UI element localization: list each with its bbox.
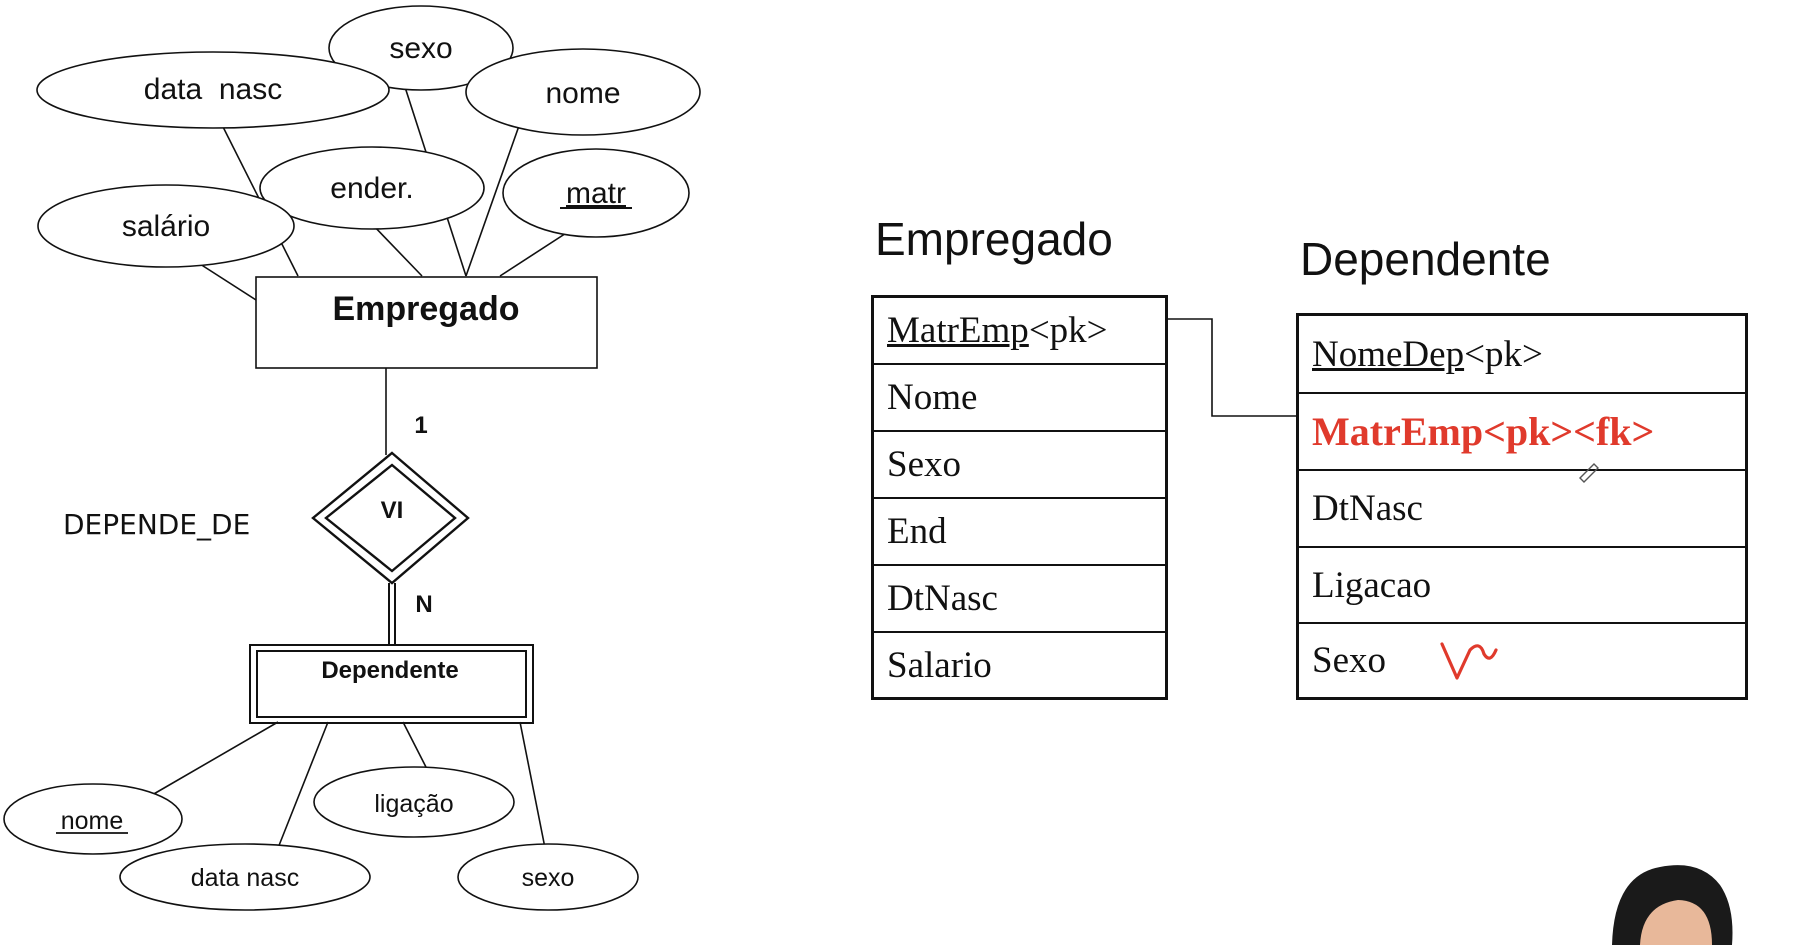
entity-empregado-box [255,276,598,369]
weak-attr-sexo-ellipse [457,843,639,911]
attr-ender-label: ender. [330,172,413,205]
table-row: Nome [874,365,1165,432]
column-name: Ligacao [1312,564,1432,606]
cardinality-one: 1 [414,412,427,439]
table-row: MatrEmp<pk> [874,298,1165,365]
column-name: End [887,511,947,552]
weak-attr-data-nasc-label: data nasc [191,864,299,892]
pk-suffix: <pk> [1028,310,1108,351]
weak-attr-nome-ellipse [3,783,183,855]
column-name: Salario [887,644,992,686]
table-dependente: NomeDep<pk> MatrEmp<pk><fk> DtNasc Ligac… [1296,313,1748,700]
avatar [1612,865,1733,945]
table-row: Sexo [874,432,1165,499]
column-name: Sexo [1312,640,1386,681]
relationship-name: DEPENDE_DE [63,508,250,541]
attr-ender-ellipse [259,146,485,230]
table-row: Salario [874,633,1165,697]
attr-data-nasc-ellipse [36,51,390,129]
attr-salario-ellipse [37,184,295,268]
column-name: Sexo [887,444,961,485]
column-name: Nome [887,377,978,418]
entity-empregado-label: Empregado [332,290,519,328]
attr-nome-label: nome [545,77,620,110]
attr-salario-label: salário [122,210,210,243]
relationship-diamond-inner [324,463,457,573]
pk-column-name: NomeDep [1312,333,1465,375]
attr-sexo-label: sexo [389,32,452,65]
column-name: DtNasc [887,578,998,619]
attr-sexo-ellipse [328,5,514,91]
pk-suffix: <pk> [1464,333,1543,375]
table-row: End [874,499,1165,566]
pk-column-name: MatrEmp [887,310,1029,351]
table-empregado-title: Empregado [875,213,1113,265]
table-row: Ligacao [1299,548,1745,624]
table-row: DtNasc [874,566,1165,633]
table-dependente-title: Dependente [1300,233,1551,285]
table-row: Sexo [1299,624,1745,697]
cardinality-many: N [415,591,432,618]
weak-attr-data-nasc-ellipse [119,843,371,911]
attr-nome-ellipse [465,48,701,136]
attr-matr-ellipse [502,148,690,238]
table-empregado: MatrEmp<pk> Nome Sexo End DtNasc Salario [871,295,1168,700]
relationship-code: VI [381,497,404,524]
table-row: MatrEmp<pk><fk> [1299,394,1745,471]
weak-attr-nome-label: nome [61,807,124,835]
table-row: NomeDep<pk> [1299,316,1745,394]
column-name: DtNasc [1312,488,1423,529]
entity-dependente-inner [256,650,527,718]
weak-attribute-links [151,721,546,849]
weak-attr-ligacao-label: ligação [374,790,453,818]
er-diagram: sexo data nasc nome ender. matr salário … [3,5,701,911]
weak-attr-sexo-label: sexo [522,864,575,892]
weak-attr-ligacao-ellipse [313,766,515,838]
attr-data-nasc-label: data nasc [144,73,282,106]
table-row: DtNasc [1299,471,1745,548]
entity-dependente-label: Dependente [321,657,458,684]
attr-matr-label: matr [566,177,626,210]
fk-column-name: MatrEmp<pk><fk> [1312,409,1655,454]
